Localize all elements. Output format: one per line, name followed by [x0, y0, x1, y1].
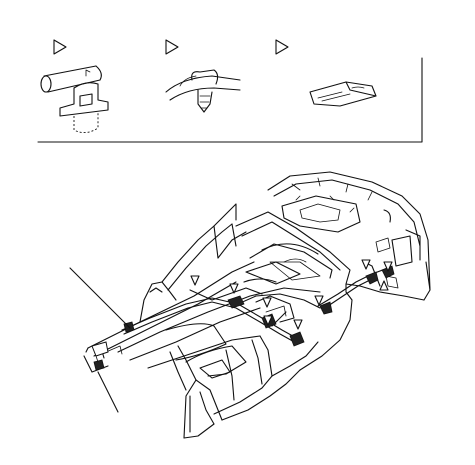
triangle-marker: [53, 39, 67, 55]
triangle-marker: [190, 275, 200, 286]
wiring-harness: [121, 267, 389, 345]
triangle-marker: [229, 283, 239, 294]
legend-item-3: [275, 39, 377, 107]
harness-clips: [123, 265, 395, 347]
triangle-marker: [379, 280, 389, 291]
left-pillar: [139, 203, 237, 323]
legend-frame: [37, 57, 423, 143]
rear-panel: [267, 171, 431, 301]
leader-line-lower: [97, 371, 119, 413]
triangle-marker: [361, 259, 371, 270]
triangle-marker: [165, 39, 179, 55]
front-connector: [91, 341, 109, 371]
band-clip-icon: [165, 69, 241, 113]
tape-pad-icon: [309, 81, 377, 107]
clip-point-4: [319, 301, 333, 315]
leader-line-upper: [69, 267, 131, 329]
legend-panel: [37, 39, 423, 143]
triangle-marker: [262, 297, 272, 308]
vehicle-body-view: [83, 171, 431, 439]
triangle-marker: [383, 261, 393, 272]
triangle-marker: [314, 295, 324, 306]
right-side: [169, 335, 319, 439]
harness-clip-icon: [40, 65, 109, 133]
main-floor: [117, 278, 321, 379]
triangle-marker: [275, 39, 289, 55]
location-markers: [190, 259, 393, 330]
clip-point-1: [227, 295, 245, 309]
rear-quarter-right: [299, 261, 431, 371]
legend-item-1: [40, 39, 109, 133]
legend-item-2: [165, 39, 241, 113]
clip-point-3: [289, 331, 305, 347]
clip-point-5: [365, 271, 379, 285]
callout-lines: [69, 267, 131, 413]
triangle-marker: [293, 319, 303, 330]
triangle-marker: [263, 315, 273, 326]
left-sill: [83, 261, 255, 373]
rear-floor: [217, 211, 351, 285]
